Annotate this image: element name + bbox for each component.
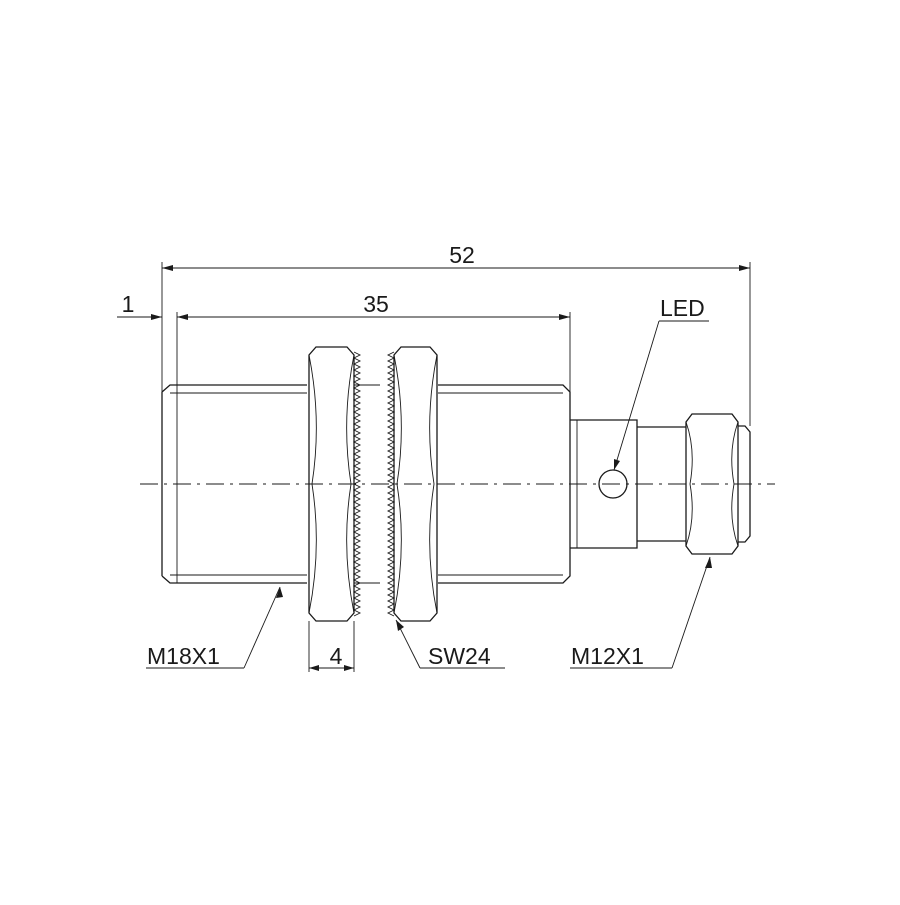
nut-left — [308, 346, 355, 622]
nut-right — [393, 346, 438, 622]
dimension-thread: 35 — [176, 291, 571, 420]
label-sw24: SW24 — [428, 643, 491, 669]
label-m18x1: M18X1 — [147, 643, 220, 669]
label-led: LED — [660, 295, 705, 321]
dimension-1-label: 1 — [122, 291, 135, 317]
label-m12x1: M12X1 — [571, 643, 644, 669]
dimension-nut: 4 — [308, 621, 355, 672]
connector-m12 — [685, 413, 751, 555]
connector-neck — [570, 419, 686, 549]
callout-m12: M12X1 — [570, 556, 712, 669]
dimension-offset: 1 — [117, 291, 162, 320]
callout-m18: M18X1 — [146, 586, 283, 669]
sensor-body — [161, 384, 571, 584]
callout-led: LED — [613, 295, 709, 471]
led-indicator — [598, 469, 628, 499]
dimension-52-label: 52 — [449, 242, 475, 268]
serrated-washer — [352, 351, 396, 617]
dimension-overall: 52 — [161, 242, 751, 426]
callout-sw24: SW24 — [395, 619, 505, 669]
dimension-35-label: 35 — [363, 291, 389, 317]
dimension-4-label: 4 — [330, 643, 343, 669]
